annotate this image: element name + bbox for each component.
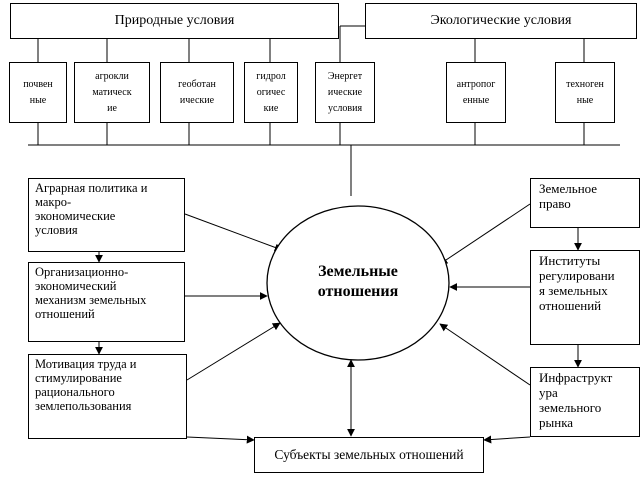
center-ellipse xyxy=(266,205,450,361)
arrow-law-to-center xyxy=(439,203,531,265)
arrow-agrarian-to-center xyxy=(184,213,283,252)
box-land-subjects: Субъекты земельных отношений xyxy=(254,437,484,473)
arrow-motivation-to-center xyxy=(186,322,281,381)
box-land-law: Земельное право xyxy=(530,178,640,228)
arrow-motivation-to-subjects xyxy=(186,435,255,444)
box-labor-motivation: Мотивация труда и стимулирование рациона… xyxy=(28,354,187,439)
factor-energy: Энергет ические условия xyxy=(315,62,375,123)
natural-conditions-header: Природные условия xyxy=(10,3,339,39)
factor-technogenic: техноген ные xyxy=(555,62,615,123)
box-market-infrastructure: Инфраструкт ура земельного рынка xyxy=(530,367,640,437)
factor-geobotanic: геоботан ические xyxy=(160,62,234,123)
center-label: Земельные отношения xyxy=(317,263,399,300)
ecological-conditions-header: Экологические условия xyxy=(365,3,637,39)
arrow-infrastructure-to-center xyxy=(439,323,531,386)
factor-agroclimatic: агрокли матическ ие xyxy=(74,62,150,123)
factor-anthropogenic: антропог енные xyxy=(446,62,506,123)
box-economic-mechanism: Организационно- экономический механизм з… xyxy=(28,262,185,342)
box-regulation-institutes: Институты регулировани я земельных отнош… xyxy=(530,250,640,345)
arrow-infrastructure-to-subjects xyxy=(483,435,531,444)
factor-soil: почвен ные xyxy=(9,62,67,123)
factor-hydrologic: гидрол огичес кие xyxy=(244,62,298,123)
box-agrarian-policy: Аграрная политика и макро- экономические… xyxy=(28,178,185,252)
